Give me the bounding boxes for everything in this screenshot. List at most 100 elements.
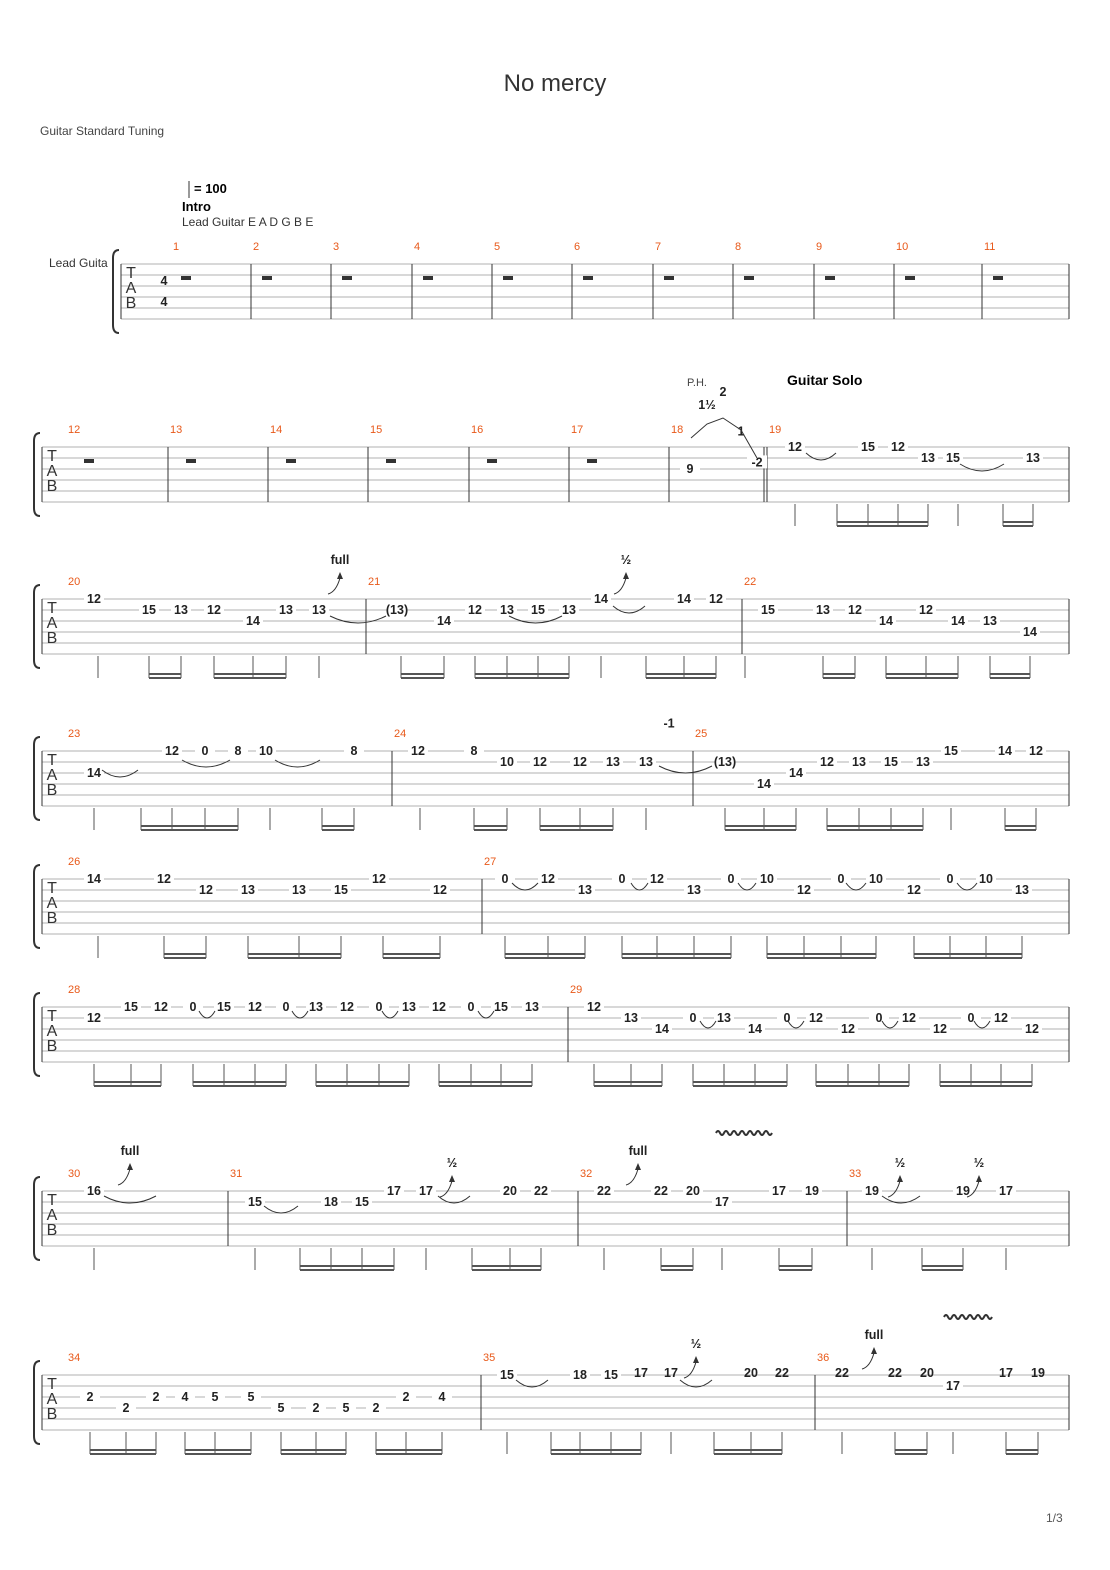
- tie-arc: [959, 463, 1005, 472]
- fret-number: 17: [999, 1366, 1013, 1380]
- bar-number: 9: [816, 241, 822, 253]
- fret-number: 12: [207, 603, 221, 617]
- fret-bg: [84, 1184, 104, 1197]
- section-intro: Intro: [182, 199, 211, 214]
- whole-rest: [423, 276, 433, 280]
- tie-arc: [515, 1379, 549, 1388]
- fret-number: 19: [865, 1184, 879, 1198]
- tie-arc: [881, 1020, 899, 1029]
- bar-number: 4: [414, 241, 420, 253]
- fret-number: 4: [439, 1390, 446, 1404]
- bend-label: full: [121, 1144, 140, 1158]
- bar-number: 7: [655, 241, 661, 253]
- bar-number: 23: [68, 728, 80, 740]
- bar-number: 32: [580, 1168, 592, 1180]
- whole-rest: [993, 276, 1003, 280]
- fret-number: 2: [123, 1401, 130, 1415]
- tie-arc: [381, 1010, 399, 1019]
- fret-bg: [497, 755, 517, 768]
- fret-number: 13: [816, 603, 830, 617]
- fret-number: 12: [340, 1000, 354, 1014]
- fret-bg: [154, 872, 174, 885]
- fret-number: 12: [907, 883, 921, 897]
- fret-number: 13: [717, 1011, 731, 1025]
- tab-clef-letter: T: [47, 448, 57, 465]
- fret-number: 15: [217, 1000, 231, 1014]
- fret-bg: [996, 1184, 1016, 1197]
- fret-bg: [953, 1184, 973, 1197]
- bar-number: 31: [230, 1168, 242, 1180]
- fret-bg: [245, 1195, 265, 1208]
- tab-clef-letter: A: [47, 1207, 58, 1224]
- bend-marking: full: [327, 553, 349, 595]
- fret-bg: [794, 883, 814, 896]
- track-label: Lead Guita: [49, 256, 108, 270]
- system-bracket: [33, 1360, 41, 1445]
- fret-bg: [683, 1011, 703, 1024]
- fret-number: 13: [916, 755, 930, 769]
- fret-number: 13: [687, 883, 701, 897]
- fret-number: 2: [313, 1401, 320, 1415]
- whole-rest: [342, 276, 352, 280]
- fret-bg: [866, 872, 886, 885]
- fret-number: 13: [309, 1000, 323, 1014]
- fret-number: (13): [714, 755, 736, 769]
- bend-arrowhead: [623, 572, 629, 579]
- bend-curve: [887, 1180, 901, 1198]
- page-number: 1/3: [1046, 1511, 1063, 1525]
- fret-bg: [980, 614, 1000, 627]
- fret-bg: [434, 614, 454, 627]
- fret-number: 14: [437, 614, 451, 628]
- fret-bg: [715, 755, 735, 768]
- whole-rest: [262, 276, 272, 280]
- fret-number: 15: [494, 1000, 508, 1014]
- fret-bg: [151, 1000, 171, 1013]
- bar-number: 29: [570, 984, 582, 996]
- fret-number: 14: [951, 614, 965, 628]
- system-bracket: [33, 1176, 41, 1261]
- bar-number: 5: [494, 241, 500, 253]
- fret-number: 12: [809, 1011, 823, 1025]
- fret-bg: [991, 1011, 1011, 1024]
- bar-number: 27: [484, 856, 496, 868]
- fret-number: 0: [502, 872, 509, 886]
- fret-bg: [366, 1401, 386, 1414]
- fret-number: 0: [283, 1000, 290, 1014]
- fret-number: 0: [619, 872, 626, 886]
- rhythm-stems: [97, 656, 1031, 679]
- fret-number: 2: [153, 1390, 160, 1404]
- fret-number: 14: [789, 766, 803, 780]
- fret-bg: [531, 1184, 551, 1197]
- fret-bg: [747, 455, 767, 469]
- bend-curve: [613, 577, 627, 595]
- fret-number: 8: [471, 744, 478, 758]
- fret-bg: [652, 1022, 672, 1035]
- fret-number: 2: [403, 1390, 410, 1404]
- fret-bg: [344, 744, 364, 757]
- fret-bg: [196, 883, 216, 896]
- tie-arc: [508, 615, 563, 624]
- bend-marking: ½: [683, 1337, 701, 1379]
- fret-number: 13: [292, 883, 306, 897]
- whole-rest: [825, 276, 835, 280]
- fret-bg: [396, 1390, 416, 1403]
- fret-bg: [881, 755, 901, 768]
- tie-arc: [263, 1205, 299, 1214]
- fret-number: 5: [248, 1390, 255, 1404]
- fret-bg: [384, 1184, 404, 1197]
- bend-arrowhead: [127, 1163, 133, 1170]
- fret-bg: [139, 603, 159, 616]
- bar-number: 11: [984, 241, 995, 253]
- tab-clef-letter: T: [47, 752, 57, 769]
- bend-label: full: [865, 1328, 884, 1342]
- bend-curve: [966, 1180, 980, 1198]
- fret-bg: [1026, 744, 1046, 757]
- bar-number: 26: [68, 856, 80, 868]
- fret-bg: [858, 440, 878, 453]
- fret-number: 12: [933, 1022, 947, 1036]
- bar-number: 33: [849, 1168, 861, 1180]
